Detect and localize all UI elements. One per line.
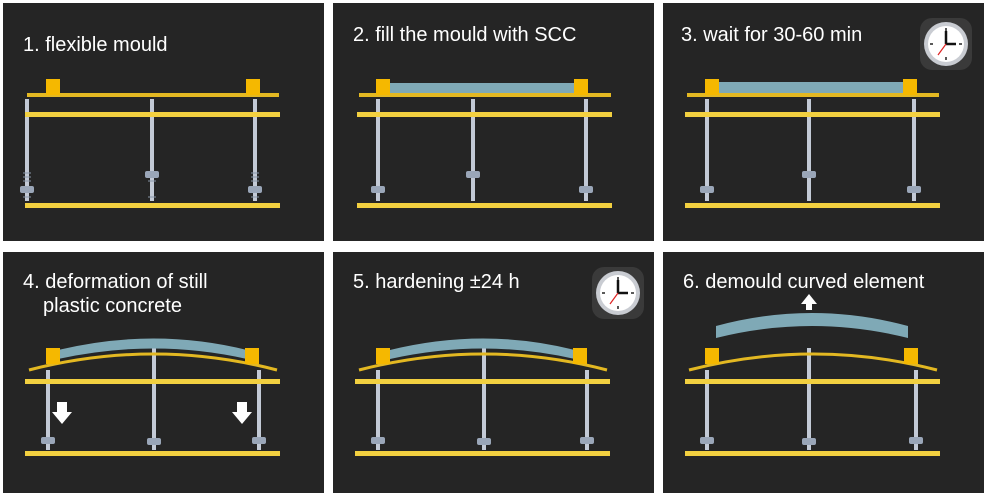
mould-diagram	[685, 294, 940, 456]
curved-mould-plate	[688, 352, 938, 372]
base-rail	[357, 203, 612, 208]
mould-clamp-left	[376, 348, 390, 364]
mould-clamp-left	[705, 79, 719, 95]
mould-diagram	[25, 338, 280, 456]
mould-clamp-right	[246, 79, 260, 95]
upper-rail	[355, 379, 610, 384]
base-rail	[25, 203, 280, 208]
panel-4-label-line1: 4. deformation of still	[23, 271, 208, 293]
mould-clamp-right	[903, 79, 917, 95]
clock-icon	[920, 18, 972, 70]
panel-4-deformation: 4. deformation of still plastic concrete	[3, 252, 324, 493]
panel-6-label: 6. demould curved element	[683, 271, 925, 293]
arrow-down-icon	[52, 402, 72, 424]
rod-threads	[23, 172, 259, 198]
clock-icon	[592, 267, 644, 319]
mould-diagram	[20, 79, 280, 208]
demoulded-element	[716, 313, 908, 338]
base-rail	[25, 451, 280, 456]
panel-4-label-line2: plastic concrete	[43, 295, 182, 317]
mould-diagram	[357, 79, 612, 208]
mould-clamp-right	[574, 79, 588, 95]
scc-concrete	[719, 82, 903, 93]
upper-rail	[25, 379, 280, 384]
upper-rail	[685, 112, 940, 117]
mould-diagram	[355, 338, 610, 456]
upper-rail	[685, 379, 940, 384]
upper-rail	[25, 112, 280, 117]
panel-4-label: 4. deformation of still plastic concrete	[23, 270, 208, 318]
panel-1-flexible-mould: 1. flexible mould	[3, 3, 324, 241]
panel-6-demould: 6. demould curved element	[663, 252, 984, 493]
panel-2-label: 2. fill the mould with SCC	[353, 24, 577, 46]
scc-concrete	[390, 83, 574, 93]
mould-clamp-left	[705, 348, 719, 364]
panel-5-label: 5. hardening ±24 h	[353, 271, 520, 293]
nuts	[20, 171, 262, 193]
mould-clamp-left	[376, 79, 390, 95]
arrow-down-icon	[232, 402, 252, 424]
panel-3-wait: 3. wait for 30-60 min	[663, 3, 984, 241]
mould-clamp-right	[573, 348, 587, 364]
mould-diagram	[685, 79, 940, 208]
curved-concrete	[390, 338, 575, 359]
panel-3-label: 3. wait for 30-60 min	[681, 24, 863, 46]
base-rail	[685, 203, 940, 208]
panel-2-fill-mould: 2. fill the mould with SCC	[333, 3, 654, 241]
base-rail	[355, 451, 610, 456]
mould-clamp-left	[46, 348, 60, 364]
arrow-up-icon	[801, 294, 817, 310]
flexible-mould-plate	[27, 93, 279, 97]
mould-clamp-left	[46, 79, 60, 95]
mould-clamp-right	[904, 348, 918, 364]
upper-rail	[357, 112, 612, 117]
base-rail	[685, 451, 940, 456]
panel-1-label: 1. flexible mould	[23, 34, 168, 56]
flexible-mould-plate	[687, 93, 939, 97]
flexible-mould-plate	[359, 93, 611, 97]
panel-5-hardening: 5. hardening ±24 h	[333, 252, 654, 493]
mould-clamp-right	[245, 348, 259, 364]
curved-concrete	[58, 338, 247, 359]
